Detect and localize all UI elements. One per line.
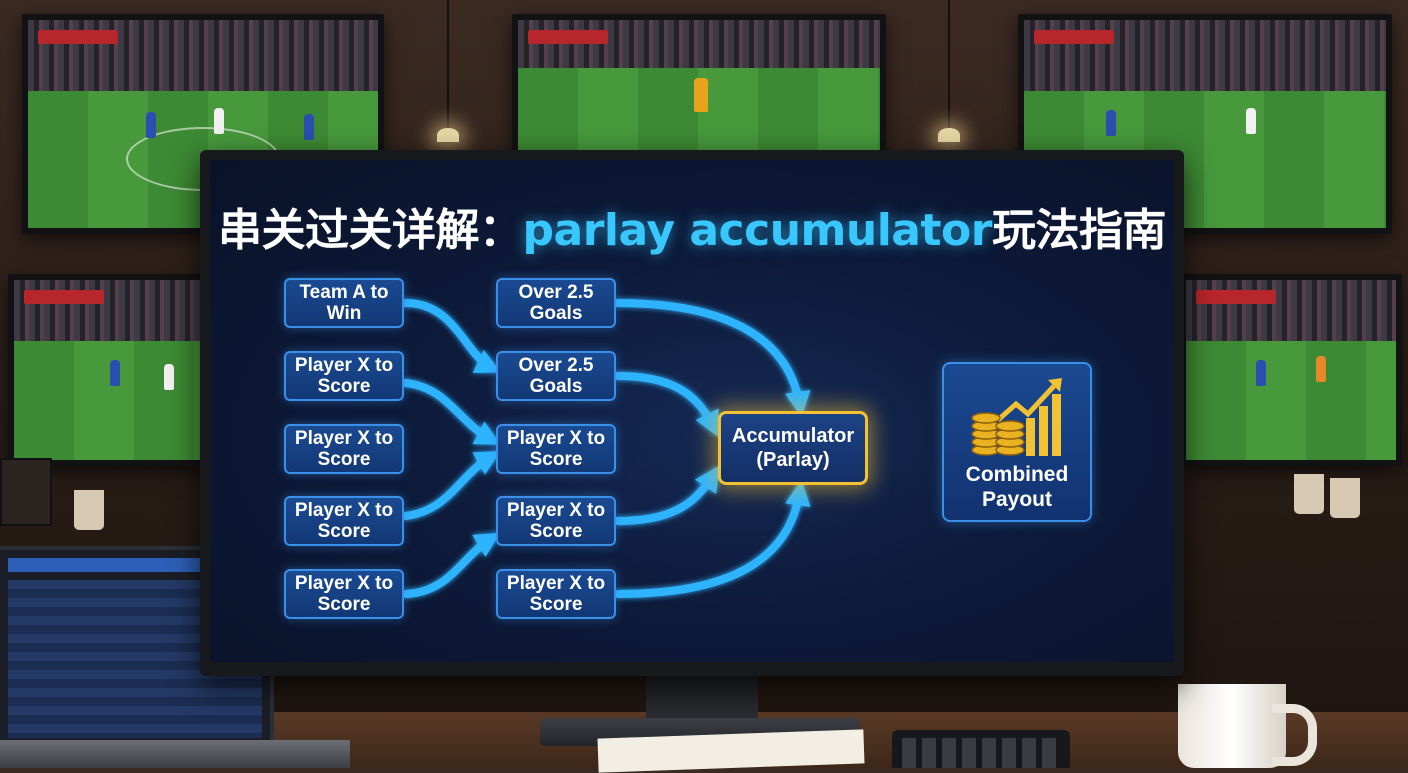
arrow-left1-to-mid2 <box>402 299 502 373</box>
accumulator-box: Accumulator (Parlay) <box>718 411 868 485</box>
cup <box>1330 478 1360 518</box>
ceiling-lamp <box>437 128 459 142</box>
ceiling-lamp <box>938 128 960 142</box>
flow-arrows <box>399 299 949 598</box>
title-zh-suffix: 玩法指南 <box>991 205 1167 256</box>
left-bet-box-3: Player X to Score <box>284 424 404 474</box>
coffee-mug-handle <box>1272 704 1317 766</box>
background-tv-mid-right <box>1180 274 1402 466</box>
background-tv-mid-left <box>8 274 216 466</box>
arrow-mid1-to-accum <box>614 299 811 418</box>
combined-payout-box: Combined Payout <box>942 362 1092 522</box>
left-bet-box-5: Player X to Score <box>284 569 404 619</box>
coins-rising-chart-icon <box>971 378 1062 456</box>
page-title: 串关过关详解：parlay accumulator玩法指南 <box>210 194 1174 258</box>
middle-bet-box-4: Player X to Score <box>496 496 616 546</box>
coffee-mug <box>1178 684 1286 768</box>
middle-bet-box-1: Over 2.5 Goals <box>496 278 616 328</box>
cup <box>1294 474 1324 514</box>
arrow-mid4-to-accum <box>614 465 720 525</box>
middle-bet-box-2: Over 2.5 Goals <box>496 351 616 401</box>
middle-bet-box-3: Player X to Score <box>496 424 616 474</box>
title-en: parlay accumulator <box>522 205 993 256</box>
title-zh-prefix: 串关过关详解： <box>218 205 523 256</box>
arrow-left5-to-mid4 <box>402 532 501 598</box>
left-bet-box-4: Player X to Score <box>284 496 404 546</box>
monitor: 串关过关详解：parlay accumulator玩法指南 Team A to … <box>200 150 1184 676</box>
combined-payout-label: Combined Payout <box>965 463 1069 511</box>
calculator <box>892 730 1070 768</box>
pen-cup <box>74 490 104 530</box>
middle-bet-box-5: Player X to Score <box>496 569 616 619</box>
arrow-mid2-to-accum <box>614 372 719 438</box>
monitor-stand-neck <box>646 672 758 726</box>
arrow-mid5-to-accum <box>614 479 811 598</box>
laptop-base <box>0 740 350 768</box>
arrow-left2-to-mid3 <box>402 379 502 445</box>
left-bet-box-2: Player X to Score <box>284 351 404 401</box>
speaker-device <box>0 458 52 526</box>
arrow-left4-to-mid3 <box>402 450 501 520</box>
left-bet-box-1: Team A to Win <box>284 278 404 328</box>
background-tv-top-center <box>512 14 886 166</box>
diagram-screen: 串关过关详解：parlay accumulator玩法指南 Team A to … <box>210 160 1174 662</box>
